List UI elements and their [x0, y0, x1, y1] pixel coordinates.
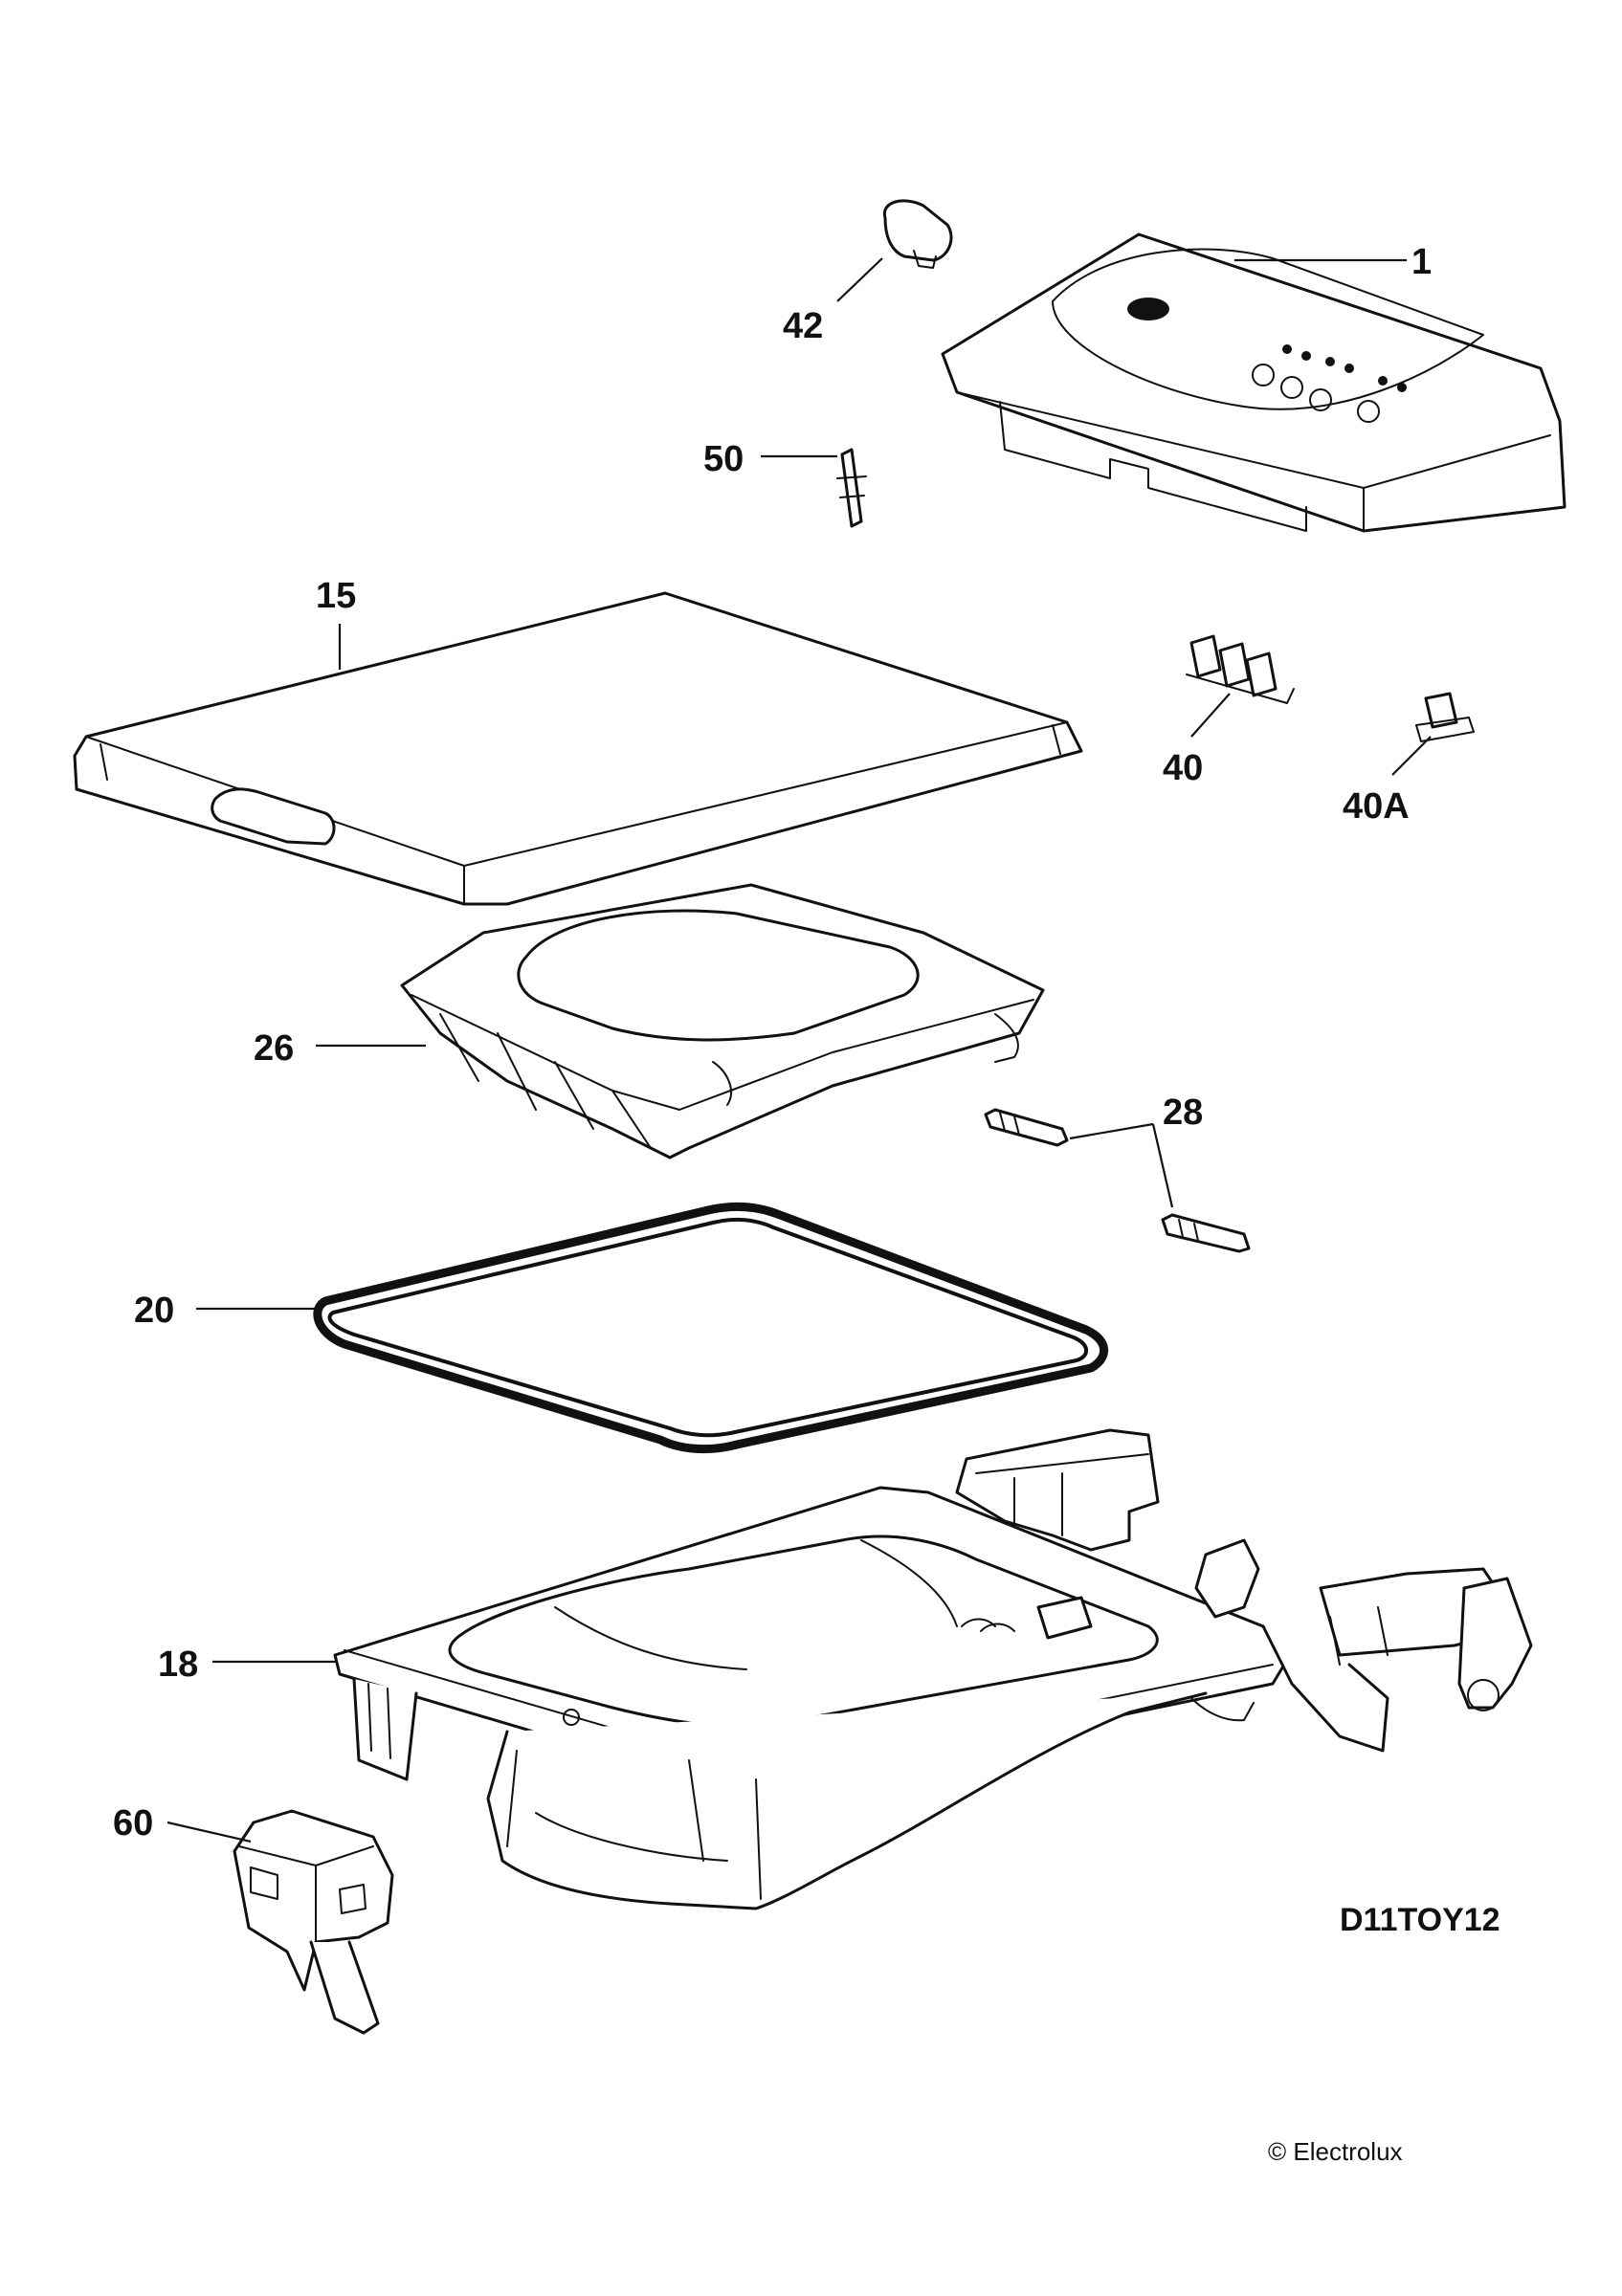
part-15-lid[interactable] [73, 591, 1083, 906]
label-40: 40 [1163, 748, 1203, 788]
label-28: 28 [1163, 1093, 1203, 1133]
part-28-hinge-pins[interactable] [984, 1108, 1251, 1253]
label-42: 42 [783, 306, 823, 346]
part-1-control-panel[interactable] [941, 232, 1566, 533]
part-20-gasket[interactable] [313, 1202, 1109, 1454]
label-40a: 40A [1343, 786, 1410, 827]
label-18: 18 [158, 1645, 198, 1685]
part-60-door-lock[interactable] [233, 1809, 394, 2035]
part-50-pin[interactable] [836, 448, 867, 528]
part-40a-switch[interactable] [1415, 692, 1475, 742]
label-20: 20 [134, 1291, 174, 1331]
label-26: 26 [254, 1028, 294, 1069]
drawing-code: D11TOY12 [1340, 1902, 1500, 1938]
part-18-top-frame[interactable] [333, 1428, 1533, 1910]
part-42-knob[interactable] [882, 199, 953, 269]
label-50: 50 [703, 439, 744, 479]
copyright-notice: © Electrolux [1268, 2137, 1403, 2166]
part-26-dispenser-frame[interactable] [400, 883, 1045, 1159]
label-1: 1 [1411, 242, 1432, 282]
part-40-switch-block[interactable] [1186, 634, 1295, 704]
label-15: 15 [316, 576, 356, 616]
label-60: 60 [113, 1803, 153, 1843]
